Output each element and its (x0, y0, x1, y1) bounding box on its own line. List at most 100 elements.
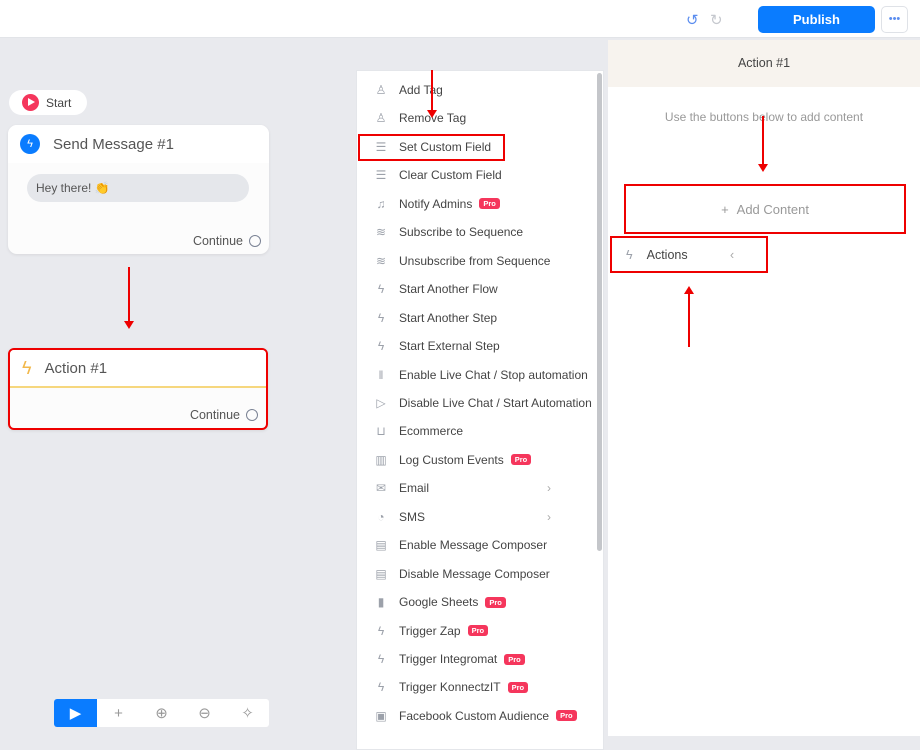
more-options-button[interactable]: ••• (881, 6, 908, 33)
menu-item-disable-live-chat-start-automation[interactable]: ▷ Disable Live Chat / Start Automation (357, 390, 595, 416)
menu-item-google-sheets[interactable]: ▮ Google Sheets Pro (357, 589, 595, 615)
bolt-icon: ϟ (377, 623, 385, 638)
menu-item-add-tag[interactable]: ♙ Add Tag (357, 77, 595, 103)
zoom-in-button[interactable]: ⊕ (155, 705, 168, 722)
publish-button[interactable]: Publish (758, 6, 875, 33)
continue-label: Continue (192, 234, 243, 248)
actions-menu: ♙Add Tag♙Remove Tag☰Set Custom Field☰Cle… (356, 70, 604, 750)
menu-item-enable-live-chat-stop-automation[interactable]: ‖Enable Live Chat / Stop automation (357, 362, 595, 388)
ad-icon: ▣ (375, 708, 387, 723)
bolt-icon: ϟ (377, 652, 385, 666)
auto-arrange-button[interactable]: ✧ (241, 705, 254, 722)
bolt-icon: ϟ (22, 357, 32, 378)
zoom-out-button[interactable]: ⊖ (198, 705, 211, 722)
mail-icon: ✉ (375, 481, 387, 496)
scrollbar[interactable] (597, 73, 602, 551)
menu-item-label: Trigger Zap (399, 623, 461, 638)
menu-item-label: Email (399, 481, 430, 496)
user-tag-icon: ♙ (375, 111, 387, 126)
layers-icon: ≋ (375, 225, 387, 240)
send-message-node[interactable]: ϟ Send Message #1 Hey there! 👏 Continue (8, 125, 269, 254)
menu-item-label: Log Custom Events (399, 452, 504, 467)
menu-item-remove-tag[interactable]: ♙ Remove Tag (357, 105, 595, 131)
menu-item-clear-custom-field[interactable]: ☰Clear Custom Field (357, 162, 595, 188)
menu-item-label: Add Tag (399, 83, 443, 97)
menu-item-enable-message-composer[interactable]: ▤Enable Message Composer (357, 532, 595, 558)
pro-badge: Pro (504, 653, 525, 665)
bolt-icon: ϟ (377, 680, 385, 695)
menu-item-email[interactable]: ✉Email› (357, 475, 595, 501)
menu-item-set-custom-field[interactable]: ☰Set Custom Field (357, 134, 595, 160)
pro-badge: Pro (467, 625, 489, 637)
continue-port[interactable]: Continue (193, 234, 261, 248)
cart-icon: ⊔ (376, 424, 386, 439)
bolt-icon: ϟ (377, 282, 385, 297)
menu-item-label: SMS (399, 509, 426, 524)
keyboard-icon: ▤ (375, 566, 387, 581)
menu-item-trigger-zap[interactable]: ϟ Trigger Zap Pro (357, 618, 595, 644)
right-panel: Action #1 Use the buttons below to add c… (608, 40, 920, 736)
sms-icon: ◔ (377, 509, 385, 524)
message-bubble: Hey there! 👏 (27, 174, 249, 202)
bolt-icon: ϟ (377, 310, 385, 325)
messenger-icon: ϟ (20, 134, 40, 154)
connector-circle-icon[interactable] (249, 235, 261, 247)
menu-item-disable-message-composer[interactable]: ▤ Disable Message Composer (357, 561, 595, 587)
play-icon: ▷ (376, 395, 386, 410)
start-node[interactable]: Start (9, 90, 87, 115)
panel-hint: Use the buttons below to add content (664, 110, 864, 124)
layers-icon: ≋ (375, 253, 387, 268)
continue-port[interactable]: Continue (190, 408, 258, 422)
menu-item-label: Start Another Flow (399, 282, 498, 297)
menu-item-unsubscribe-from-sequence[interactable]: ≋ Unsubscribe from Sequence (357, 248, 595, 274)
node-title: Action #1 (44, 359, 108, 377)
annotation-arrow (124, 267, 134, 329)
connector-circle-icon[interactable] (246, 409, 258, 421)
add-button[interactable]: + (114, 704, 123, 722)
menu-item-sms[interactable]: ◔ SMS › (357, 504, 595, 530)
menu-item-start-another-flow[interactable]: ϟ Start Another Flow (357, 276, 595, 302)
menu-item-label: Remove Tag (399, 111, 467, 126)
chevron-right-icon: › (547, 509, 551, 524)
database-icon: ☰ (375, 139, 387, 154)
start-label: Start (46, 95, 72, 110)
actions-button[interactable]: ϟ Actions ‹ (610, 236, 768, 273)
add-content-button[interactable]: + Add Content (624, 184, 906, 234)
user-tag-icon: ♙ (375, 83, 387, 97)
menu-item-label: Subscribe to Sequence (399, 225, 524, 240)
play-button[interactable]: ▶ (54, 699, 97, 727)
continue-label: Continue (189, 408, 240, 422)
menu-item-label: Trigger KonnectzIT (399, 680, 501, 695)
action-node[interactable]: ϟ Action #1 Continue (8, 348, 268, 430)
menu-item-label: Clear Custom Field (399, 168, 502, 183)
sheet-icon: ▮ (377, 595, 385, 610)
undo-icon[interactable]: ↺ (686, 12, 699, 29)
annotation-arrow (758, 116, 768, 172)
menu-item-label: Google Sheets (399, 595, 479, 610)
menu-item-subscribe-to-sequence[interactable]: ≋ Subscribe to Sequence (357, 219, 595, 245)
canvas-toolbar: ▶ + ⊕ ⊖ ✧ (54, 699, 269, 727)
menu-item-label: Disable Live Chat / Start Automation (399, 395, 592, 410)
add-content-label: Add Content (736, 201, 809, 217)
redo-icon[interactable]: ↻ (710, 12, 723, 29)
menu-item-label: Ecommerce (399, 424, 464, 439)
bolt-icon: ϟ (377, 339, 385, 354)
bell-icon: ♫ (376, 196, 386, 211)
menu-item-label: Disable Message Composer (399, 566, 550, 581)
panel-title: Action #1 (608, 40, 920, 87)
menu-item-ecommerce[interactable]: ⊔ Ecommerce (357, 418, 595, 444)
plus-icon: + (721, 201, 729, 217)
node-title: Send Message #1 (53, 135, 174, 153)
pro-badge: Pro (485, 596, 506, 608)
menu-item-label: Unsubscribe from Sequence (399, 253, 551, 268)
chart-icon: ▥ (375, 452, 387, 467)
pro-badge: Pro (556, 710, 577, 722)
keyboard-icon: ▤ (375, 538, 387, 553)
